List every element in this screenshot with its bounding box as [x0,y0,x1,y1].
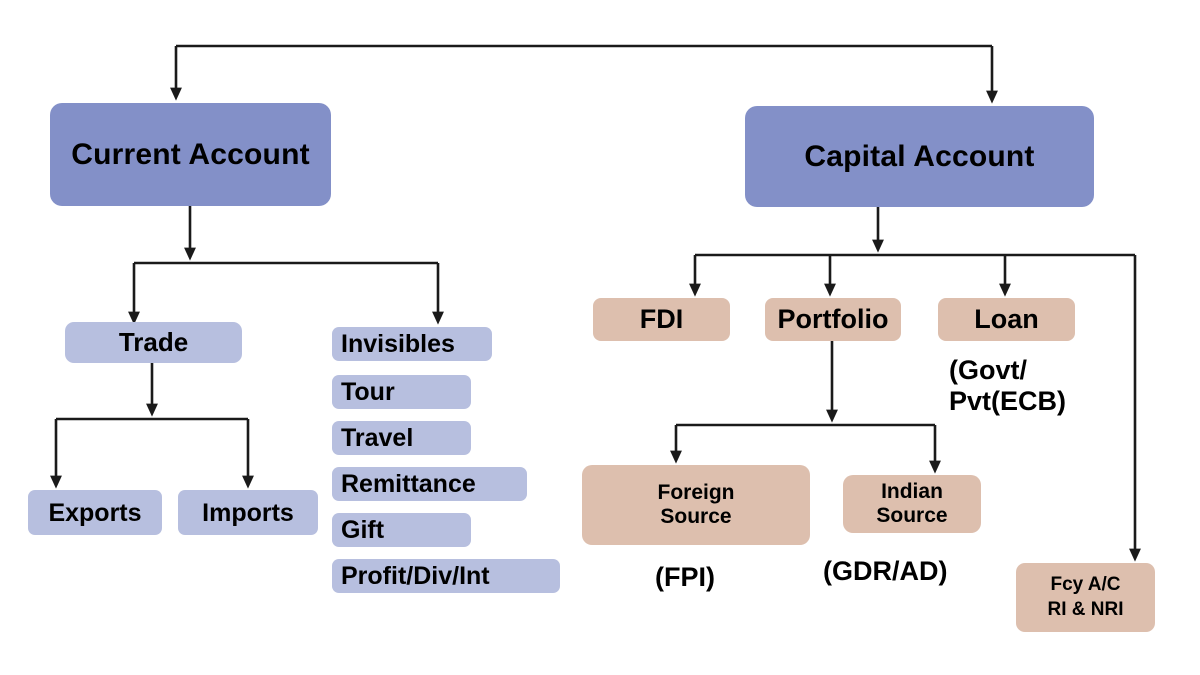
node-fcy-account[interactable]: Fcy A/C RI & NRI [1016,563,1155,632]
label-foreign-source-note: (FPI) [655,562,715,592]
node-current-account[interactable]: Current Account [50,103,331,206]
node-invisibles[interactable]: Invisibles [332,327,492,361]
node-remittance[interactable]: Remittance [332,467,527,501]
node-profit-div-int[interactable]: Profit/Div/Int [332,559,560,593]
node-tour[interactable]: Tour [332,375,471,409]
node-portfolio[interactable]: Portfolio [765,298,901,341]
node-travel[interactable]: Travel [332,421,471,455]
label-loan-note: (Govt/ Pvt(ECB) [949,355,1067,417]
node-foreign-source[interactable]: Foreign Source [582,465,810,545]
node-fdi[interactable]: FDI [593,298,730,341]
node-trade[interactable]: Trade [65,322,242,363]
label-indian-source-note: (GDR/AD) [823,556,948,586]
node-indian-source[interactable]: Indian Source [843,475,981,533]
node-gift[interactable]: Gift [332,513,471,547]
node-exports[interactable]: Exports [28,490,162,535]
node-capital-account[interactable]: Capital Account [745,106,1094,207]
node-loan[interactable]: Loan [938,298,1075,341]
node-imports[interactable]: Imports [178,490,318,535]
